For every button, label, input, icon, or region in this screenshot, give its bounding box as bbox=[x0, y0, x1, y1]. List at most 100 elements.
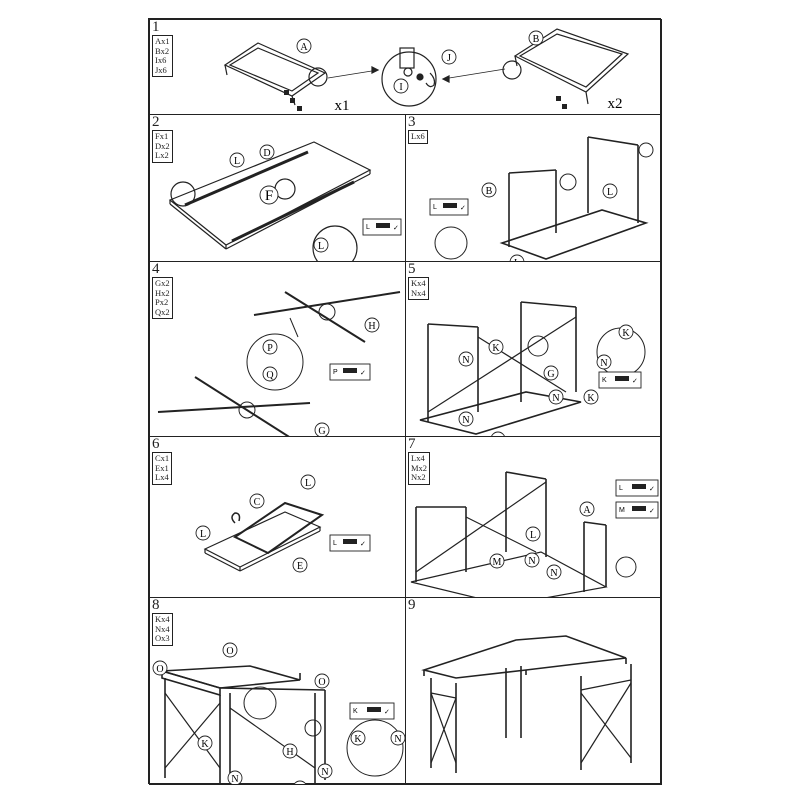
multiplier-frame-a: x1 bbox=[335, 98, 350, 114]
tool-indicator: K ✓ bbox=[349, 702, 395, 720]
step-number: 5 bbox=[408, 261, 416, 277]
step-7-illustration: A L M N N L L ✓ M ✓ bbox=[410, 471, 659, 597]
step-1-illustration: A B I J x1 x2 bbox=[223, 28, 630, 114]
step-3-panel: B L L L ✓ 3 Lx6 bbox=[405, 114, 662, 262]
tool-indicator: K ✓ bbox=[598, 371, 642, 389]
callout-n-detail: N bbox=[600, 358, 607, 369]
step-number: 8 bbox=[152, 597, 160, 613]
callout-n-2: N bbox=[550, 568, 557, 579]
callout-l: L bbox=[607, 187, 613, 198]
svg-text:✓: ✓ bbox=[393, 225, 399, 232]
tool-indicator: P ✓ bbox=[329, 363, 371, 381]
callout-j: J bbox=[447, 53, 451, 64]
callout-l-2: L bbox=[200, 529, 206, 540]
step-4-illustration: H P Q G P ✓ bbox=[157, 291, 401, 437]
step-9-illustration bbox=[421, 635, 632, 773]
callout-l: L bbox=[234, 156, 240, 167]
callout-c: C bbox=[254, 497, 261, 508]
svg-text:✓: ✓ bbox=[649, 508, 655, 515]
svg-text:✓: ✓ bbox=[649, 486, 655, 493]
callout-n-2: N bbox=[321, 767, 328, 778]
step-number: 4 bbox=[152, 261, 160, 277]
callout-e: E bbox=[297, 561, 303, 572]
callout-g: G bbox=[547, 369, 554, 380]
callout-q: Q bbox=[266, 370, 274, 381]
callout-i: I bbox=[399, 82, 402, 93]
tool-indicator-m: M ✓ bbox=[615, 501, 659, 519]
callout-h: H bbox=[368, 321, 375, 332]
callout-m: M bbox=[493, 557, 502, 568]
callout-l-detail: L bbox=[514, 258, 520, 262]
callout-a: A bbox=[583, 505, 591, 516]
svg-text:L: L bbox=[619, 485, 623, 492]
callout-k-2: K bbox=[587, 393, 595, 404]
tool-label: K bbox=[602, 377, 607, 384]
step-number: 1 bbox=[152, 19, 160, 35]
callout-k-detail: K bbox=[622, 328, 630, 339]
callout-n-detail: N bbox=[394, 734, 401, 745]
svg-text:✓: ✓ bbox=[460, 205, 466, 212]
step-number: 6 bbox=[152, 436, 160, 452]
tool-indicator: L ✓ bbox=[362, 218, 402, 236]
callout-g: G bbox=[318, 426, 325, 437]
callout-a: A bbox=[300, 42, 308, 53]
tool-label: L bbox=[333, 540, 337, 547]
step-2-illustration: L D F L L ✓ bbox=[168, 141, 402, 261]
step-number: 3 bbox=[408, 114, 416, 130]
step-number: 2 bbox=[152, 114, 160, 130]
parts-list: Lx6 bbox=[408, 130, 428, 144]
callout-n: N bbox=[231, 774, 238, 785]
callout-d: D bbox=[263, 148, 270, 159]
callout-n: N bbox=[462, 355, 469, 366]
svg-text:✓: ✓ bbox=[360, 541, 366, 548]
tool-indicator: L ✓ bbox=[329, 534, 371, 552]
callout-k: K bbox=[492, 343, 500, 354]
step-6-illustration: C L L E L ✓ bbox=[195, 474, 371, 573]
callout-h: H bbox=[286, 747, 293, 758]
step-number: 7 bbox=[408, 436, 416, 452]
callout-k-3: K bbox=[494, 435, 502, 437]
step-5-illustration: N K G N K N K K N K ✓ bbox=[419, 301, 646, 437]
tool-label: L bbox=[366, 224, 370, 231]
tool-label: L bbox=[433, 204, 437, 211]
step-3-illustration: B L L L ✓ bbox=[429, 136, 654, 262]
multiplier-frame-b: x2 bbox=[608, 96, 623, 112]
callout-p: P bbox=[267, 343, 273, 354]
svg-text:M: M bbox=[619, 507, 625, 514]
callout-k-detail: K bbox=[354, 734, 362, 745]
step-number: 9 bbox=[408, 597, 416, 613]
callout-b: B bbox=[486, 186, 493, 197]
callout-l-detail: L bbox=[318, 241, 324, 252]
svg-text:✓: ✓ bbox=[360, 370, 366, 377]
tool-label: K bbox=[353, 708, 358, 715]
callout-n-3: N bbox=[462, 415, 469, 426]
tool-label: P bbox=[333, 369, 338, 376]
callout-l: L bbox=[305, 478, 311, 489]
step-9-panel: 9 bbox=[405, 597, 662, 785]
callout-k-2: K bbox=[296, 784, 304, 785]
callout-n: N bbox=[528, 556, 535, 567]
callout-o-3: O bbox=[156, 664, 163, 675]
callout-b: B bbox=[533, 34, 540, 45]
callout-l: L bbox=[530, 530, 536, 541]
step-8-illustration: O O O K N H K N K N K ✓ bbox=[152, 642, 405, 785]
callout-o-2: O bbox=[318, 677, 325, 688]
tool-indicator-l: L ✓ bbox=[615, 479, 659, 497]
callout-f: F bbox=[265, 188, 273, 204]
svg-text:✓: ✓ bbox=[632, 378, 638, 385]
callout-n-2: N bbox=[552, 393, 559, 404]
